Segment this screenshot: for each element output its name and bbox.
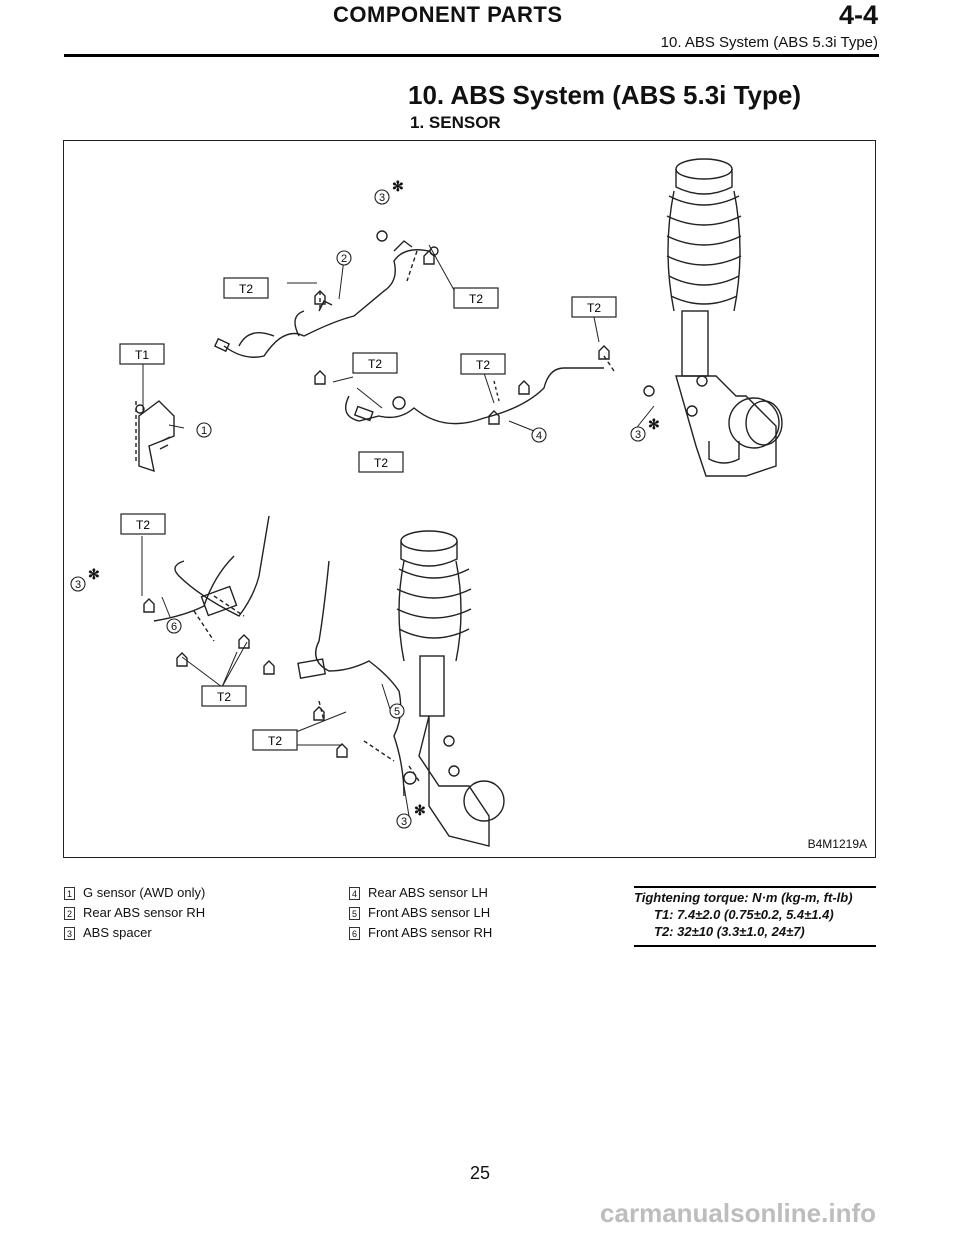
legend-number: 5 <box>349 906 360 920</box>
callout-1-text: 1 <box>201 425 207 437</box>
tag-t2-c: T2 <box>571 296 617 318</box>
torque-rule-top <box>634 886 876 888</box>
torque-tags: T1 T2 T2 T2 T2 T2 T2 T2 T2 T2 <box>119 277 617 751</box>
rear-sensor-lh-harness <box>345 355 655 425</box>
legend-item: 2 Rear ABS sensor RH <box>64 903 205 923</box>
tag-t2-b: T2 <box>453 287 499 309</box>
front-sensor-harness <box>153 515 420 797</box>
tag-t2-h: T2 <box>201 685 247 707</box>
tag-t1-text: T1 <box>135 348 149 362</box>
legend-item: 1 G sensor (AWD only) <box>64 883 205 903</box>
tag-t2-a-text: T2 <box>239 282 253 296</box>
callout-1: 1 <box>196 422 212 438</box>
legend-number: 6 <box>349 926 360 940</box>
legend-number: 1 <box>64 886 75 900</box>
section-title: 10. ABS System (ABS 5.3i Type) <box>408 80 802 110</box>
callout-6: 6 <box>166 618 182 634</box>
g-sensor-drawing <box>135 400 175 473</box>
header-subtitle: 10. ABS System (ABS 5.3i Type) <box>660 34 878 51</box>
legend-text: Rear ABS sensor RH <box>83 905 206 920</box>
header-title: COMPONENT PARTS <box>333 2 563 27</box>
callout-4: 4 <box>531 427 547 443</box>
callout-3-b: 3 <box>630 426 646 442</box>
asterisk-icon: ✻ <box>648 416 660 432</box>
legend-text: Rear ABS sensor LH <box>368 885 488 900</box>
exploded-diagram: T1 T2 T2 T2 T2 T2 T2 T2 T2 T2 1 2 3 3 3 … <box>70 158 783 847</box>
tag-t1: T1 <box>119 343 165 365</box>
callout-3-b-text: 3 <box>635 429 641 441</box>
callout-2: 2 <box>336 250 352 266</box>
tag-t2-a: T2 <box>223 277 269 299</box>
callout-3-c-text: 3 <box>75 579 81 591</box>
figure-id: B4M1219A <box>807 837 867 851</box>
tag-t2-f: T2 <box>358 451 404 473</box>
tag-t2-g: T2 <box>120 513 166 535</box>
torque-t1: T1: 7.4±2.0 (0.75±0.2, 5.4±1.4) <box>654 907 834 922</box>
legend-text: Front ABS sensor RH <box>368 925 493 940</box>
asterisk-icon: ✻ <box>414 802 426 818</box>
callouts: 1 2 3 3 3 3 4 5 6 <box>70 189 646 829</box>
tag-t2-d-text: T2 <box>368 357 382 371</box>
legend-item: 3 ABS spacer <box>64 923 205 943</box>
tag-t2-i: T2 <box>252 729 298 751</box>
page-number: 25 <box>469 1163 491 1183</box>
legend-column-left: 1 G sensor (AWD only) 2 Rear ABS sensor RH… <box>64 883 205 943</box>
callout-4-text: 4 <box>536 430 542 442</box>
tightening-torque-box: Tightening torque: N·m (kg-m, ft-lb) T1:… <box>634 886 876 947</box>
bolt-drawings <box>143 250 610 758</box>
tag-t2-b-text: T2 <box>469 292 483 306</box>
tag-t2-e-text: T2 <box>476 358 490 372</box>
abs-sensor-figure: T1 T2 T2 T2 T2 T2 T2 T2 T2 T2 1 2 3 3 3 … <box>63 140 876 858</box>
legend-number: 3 <box>64 926 75 940</box>
callout-3-d: 3 <box>396 813 412 829</box>
tag-t2-f-text: T2 <box>374 456 388 470</box>
callout-3-a: 3 <box>374 189 390 205</box>
torque-rule-bottom <box>634 945 876 947</box>
torque-t2: T2: 32±10 (3.3±1.0, 24±7) <box>654 924 805 939</box>
tag-t2-e: T2 <box>460 353 506 375</box>
leader-lines <box>141 244 655 817</box>
rear-strut-drawing <box>666 158 783 477</box>
asterisk-icon: ✻ <box>88 566 100 582</box>
callout-2-text: 2 <box>341 253 347 265</box>
legend-text: G sensor (AWD only) <box>83 885 206 900</box>
header-section-number: 4-4 <box>838 0 878 30</box>
callout-3-d-text: 3 <box>401 816 407 828</box>
rear-sensor-rh-harness <box>213 230 439 358</box>
tag-t2-g-text: T2 <box>136 518 150 532</box>
callout-3-c: 3 <box>70 576 86 592</box>
legend-text: ABS spacer <box>83 925 152 940</box>
legend-item: 5 Front ABS sensor LH <box>349 903 492 923</box>
legend-item: 6 Front ABS sensor RH <box>349 923 492 943</box>
asterisk-markers: ✻ ✻ ✻ ✻ <box>88 178 660 818</box>
callout-3-a-text: 3 <box>379 192 385 204</box>
tag-t2-h-text: T2 <box>217 690 231 704</box>
legend-number: 4 <box>349 886 360 900</box>
tag-t2-c-text: T2 <box>587 301 601 315</box>
front-strut-drawing <box>396 530 505 847</box>
callout-6-text: 6 <box>171 621 177 633</box>
legend-item: 4 Rear ABS sensor LH <box>349 883 492 903</box>
asterisk-icon: ✻ <box>392 178 404 194</box>
legend-column-right: 4 Rear ABS sensor LH 5 Front ABS sensor LH… <box>349 883 492 943</box>
torque-heading: Tightening torque: N·m (kg-m, ft-lb) <box>634 890 853 905</box>
header-rule <box>64 54 879 57</box>
legend-number: 2 <box>64 906 75 920</box>
subsection-title: 1. SENSOR <box>410 113 501 132</box>
legend-text: Front ABS sensor LH <box>368 905 491 920</box>
tag-t2-d: T2 <box>352 352 398 374</box>
callout-5-text: 5 <box>394 706 400 718</box>
callout-5: 5 <box>389 703 405 719</box>
tag-t2-i-text: T2 <box>268 734 282 748</box>
watermark: carmanualsonline.info <box>600 1198 876 1228</box>
